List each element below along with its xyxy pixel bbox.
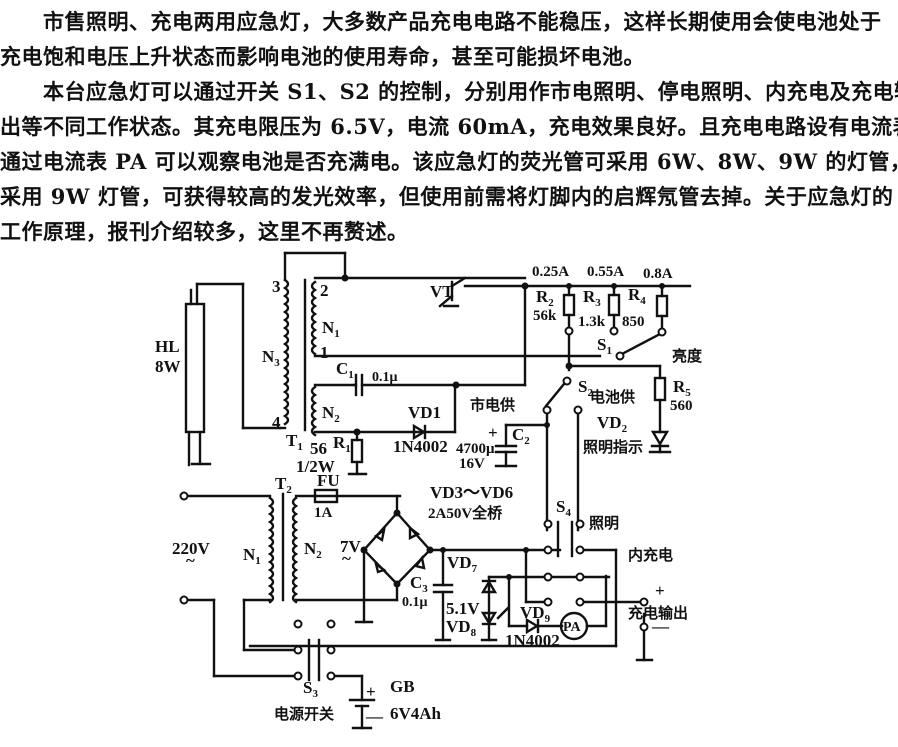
transformer-t1: [278, 251, 602, 437]
r1-value: 56: [310, 439, 327, 458]
r4-value: 850: [622, 314, 645, 330]
t1-pin2: 2: [320, 281, 329, 300]
t1-pin1: 1: [320, 343, 329, 362]
t2-input-voltage: 220V: [172, 539, 211, 558]
transistor-vt: [438, 276, 692, 308]
c3-value: 0.1μ: [402, 595, 428, 610]
s2-mains-label: 市电供: [470, 396, 515, 414]
r5-value: 560: [670, 398, 693, 414]
text-line: 充电饱和电压上升状态而影响电池的使用寿命，甚至可能损坏电池。: [0, 44, 645, 69]
current-0-55a: 0.55A: [587, 264, 624, 280]
r5-ref: R5: [673, 377, 691, 399]
vd9-ref: VD9: [520, 603, 551, 625]
fuse-value: 1A: [314, 505, 333, 521]
c2-plus: +: [488, 423, 498, 442]
gb-value: 6V4Ah: [390, 704, 442, 723]
s3-label: 电源开关: [274, 705, 334, 723]
capacitor-c1: [352, 284, 527, 397]
output-plus: +: [655, 581, 665, 600]
c2-ref: C2: [512, 425, 530, 447]
vd8-ref: VD8: [446, 617, 477, 639]
gb-minus: —: [365, 707, 384, 726]
vd1-value: 1N4002: [393, 437, 448, 456]
s4-ref: S4: [556, 497, 571, 519]
vd2-ref: VD2: [597, 413, 628, 435]
text-line: 本台应急灯可以通过开关 S1、S2 的控制，分别用作市电照明、停电照明、内充电及…: [0, 79, 898, 104]
switch-s2: [544, 362, 672, 454]
r1-ref: R1: [333, 433, 351, 455]
bridge-ac-symbol: ~: [342, 549, 351, 568]
bridge-label: VD3～VD6: [430, 483, 513, 502]
t1-ref: T1: [286, 431, 303, 453]
c1-ref: C1: [336, 359, 354, 381]
resistor-r1: [347, 430, 368, 476]
s2-battery-label: 电池供: [590, 388, 635, 406]
text-line: 出等不同工作状态。其充电限压为 6.5V，电流 60mA，充电效果良好。且充电电…: [0, 114, 898, 139]
r2-value: 56k: [533, 308, 557, 324]
text-line: 采用 9W 灯管，可获得较高的发光效率，但使用前需将灯脚内的启辉氖管去掉。关于应…: [0, 184, 894, 209]
fuse-ref: FU: [317, 471, 340, 490]
s4-lighting-label: 照明: [589, 514, 619, 532]
output-minus: —: [651, 617, 670, 636]
r4-ref: R4: [628, 285, 646, 307]
t2-n1-label: N1: [243, 545, 261, 567]
output-label: 充电输出: [628, 604, 688, 622]
s3-ref: S3: [303, 678, 318, 700]
r3-ref: R3: [583, 287, 601, 309]
vd8-value: 5.1V: [446, 599, 480, 618]
t2-n2-label: N2: [304, 539, 322, 561]
fluorescent-lamp: [184, 282, 282, 467]
capacitor-c2: [494, 412, 580, 532]
lamp-value: 8W: [155, 357, 181, 376]
current-select-resistors: [562, 284, 669, 372]
t1-pin4: 4: [272, 413, 281, 432]
fuse-fu: [313, 488, 339, 504]
gb-ref: GB: [390, 677, 415, 696]
switch-s4: [556, 520, 574, 558]
n1-label: N1: [322, 318, 340, 340]
lamp-ref: HL: [155, 337, 180, 356]
ammeter-pa: PA: [563, 620, 582, 635]
vd7-ref: VD7: [447, 553, 478, 575]
r2-ref: R2: [536, 287, 554, 309]
n3-label: N3: [262, 347, 280, 369]
n2-label: N2: [322, 403, 340, 425]
s1-label: 亮度: [672, 347, 703, 365]
intro-paragraph: 市售照明、充电两用应急灯，大多数产品充电电路不能稳压，这样长期使用会使电池处于 …: [0, 4, 898, 74]
s1-ref: S1: [597, 335, 612, 357]
output-minus-terminal: [639, 622, 649, 632]
vd1-ref: VD1: [408, 403, 441, 422]
text-line: 市售照明、充电两用应急灯，大多数产品充电电路不能稳压，这样长期使用会使电池处于: [0, 9, 882, 34]
s2-ref: S2: [578, 377, 593, 399]
t1-pin3: 3: [272, 277, 281, 296]
t2-ac-symbol: ~: [186, 551, 195, 570]
c3-ref: C3: [410, 573, 428, 595]
bridge-rating: 2A50V全桥: [428, 504, 503, 522]
c2-voltage: 16V: [459, 456, 485, 472]
s4-charge-label: 内充电: [628, 546, 673, 564]
bridge-ac-voltage: 7V: [340, 537, 362, 556]
vd9-value: 1N4002: [505, 631, 560, 650]
vd2-label: 照明指示: [583, 438, 643, 456]
diode-vd1: [412, 383, 457, 441]
current-0-8a: 0.8A: [643, 266, 673, 282]
transformer-t2: [179, 491, 402, 678]
t2-ref: T2: [275, 474, 292, 496]
gb-plus: +: [366, 682, 376, 701]
current-0-25a: 0.25A: [532, 264, 569, 280]
r1-power: 1/2W: [296, 457, 335, 476]
c1-value: 0.1μ: [372, 370, 398, 385]
c2-value: 4700μ: [456, 441, 495, 457]
description-paragraph: 本台应急灯可以通过开关 S1、S2 的控制，分别用作市电照明、停电照明、内充电及…: [0, 74, 898, 249]
charge-circuit: [248, 548, 654, 662]
text-line: 工作原理，报刊介绍较多，这里不再赘述。: [0, 219, 409, 244]
vt-ref: VT: [430, 282, 454, 301]
text-line: 通过电流表 PA 可以观察电池是否充满电。该应急灯的荧光管可采用 6W、8W、9…: [0, 149, 898, 174]
output-plus-terminal: [639, 597, 649, 607]
r3-value: 1.3k: [578, 314, 606, 330]
